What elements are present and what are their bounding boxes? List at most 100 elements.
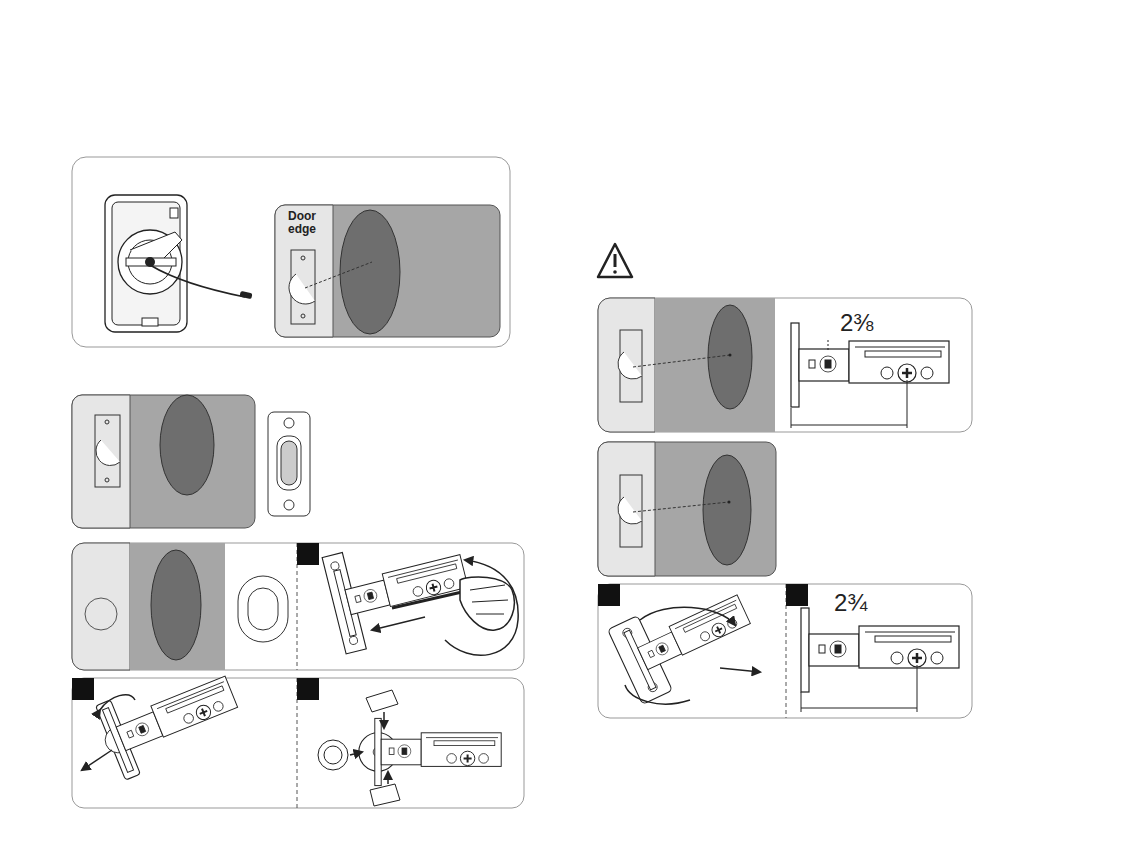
latch-with-screwdriver bbox=[460, 577, 514, 630]
panel-d bbox=[72, 657, 524, 808]
door-edge-view bbox=[301, 256, 305, 260]
panel-b bbox=[72, 395, 255, 528]
strike-plate bbox=[277, 436, 301, 490]
latch-with-screwdriver bbox=[445, 560, 518, 655]
latch-with-screwdriver bbox=[330, 561, 340, 571]
lock-back-plate bbox=[150, 265, 245, 297]
panel-f bbox=[598, 442, 655, 576]
latch-parts bbox=[350, 752, 362, 755]
latch-parts bbox=[383, 712, 385, 728]
lock-back-plate bbox=[170, 208, 178, 218]
panel-d bbox=[100, 695, 135, 710]
panel-g bbox=[801, 692, 802, 712]
panel-f bbox=[618, 497, 642, 524]
door-edge-view bbox=[301, 314, 305, 318]
panel-e bbox=[791, 425, 907, 426]
dimension-label: 2⅜ bbox=[840, 310, 900, 335]
door-edge-view bbox=[275, 205, 333, 337]
panel-f bbox=[598, 442, 776, 576]
panel-d bbox=[82, 750, 112, 770]
strike-plate bbox=[284, 500, 294, 510]
panel-g bbox=[608, 574, 762, 705]
panel-e bbox=[598, 298, 972, 432]
panel-c bbox=[72, 543, 130, 670]
dimension-label: 2¾ bbox=[834, 590, 894, 615]
panel-g bbox=[917, 665, 918, 712]
lock-back-plate bbox=[105, 195, 187, 332]
panel-g bbox=[625, 685, 690, 704]
panel-c bbox=[85, 598, 117, 630]
latch-with-screwdriver bbox=[322, 525, 518, 655]
panel-g bbox=[801, 708, 917, 709]
latch-parts bbox=[318, 690, 400, 806]
latch-with-screwdriver bbox=[392, 592, 462, 608]
warning-icon bbox=[614, 254, 617, 267]
door-edge-view bbox=[275, 205, 500, 337]
panel-g bbox=[598, 574, 972, 718]
panel-f bbox=[728, 501, 731, 504]
strike-plate bbox=[281, 441, 297, 485]
latch-parts bbox=[387, 772, 389, 784]
panel-b bbox=[105, 420, 109, 424]
latch-with-screwdriver bbox=[349, 636, 359, 646]
panel-e bbox=[655, 298, 775, 432]
panel-c bbox=[238, 576, 288, 642]
panel-c bbox=[297, 543, 319, 565]
warning-icon bbox=[598, 244, 632, 277]
panel-b bbox=[95, 415, 120, 487]
latch-parts bbox=[370, 784, 400, 806]
panel-b bbox=[160, 395, 214, 495]
panel-c bbox=[248, 588, 278, 630]
door-edge-view bbox=[289, 274, 315, 304]
latch-parts bbox=[318, 740, 348, 770]
panel-e bbox=[828, 340, 829, 352]
panel-b bbox=[105, 478, 109, 482]
latch-parts bbox=[366, 690, 398, 712]
panel-f bbox=[633, 502, 729, 512]
panel-e bbox=[907, 380, 908, 428]
panel-d bbox=[297, 678, 319, 700]
panel-d bbox=[91, 657, 247, 782]
panel-e bbox=[729, 354, 732, 357]
panel-g bbox=[720, 668, 760, 672]
strike-plate bbox=[268, 412, 310, 516]
panel-a bbox=[72, 157, 510, 347]
lock-back-plate bbox=[142, 318, 158, 326]
panel-e bbox=[598, 298, 655, 432]
panel-b bbox=[72, 395, 130, 528]
latch-with-screwdriver bbox=[470, 585, 508, 614]
panel-g bbox=[786, 584, 808, 606]
panel-d bbox=[72, 678, 94, 700]
door-edge-view bbox=[340, 210, 400, 334]
strike-plate bbox=[268, 412, 310, 516]
panel-e bbox=[791, 323, 949, 407]
panel-g bbox=[640, 607, 735, 625]
door-edge-view bbox=[305, 262, 372, 288]
lock-back-plate bbox=[105, 195, 252, 332]
warning-icon bbox=[613, 270, 617, 274]
latch-with-screwdriver bbox=[372, 617, 425, 630]
latch-with-screwdriver bbox=[334, 541, 473, 637]
lock-back-plate bbox=[118, 230, 182, 294]
latch-parts bbox=[324, 746, 342, 764]
panel-g bbox=[801, 608, 959, 692]
panel-d bbox=[359, 718, 501, 785]
door-edge-view bbox=[275, 205, 500, 337]
panel-g bbox=[598, 584, 620, 606]
panel-e bbox=[633, 355, 730, 367]
panel-c bbox=[72, 525, 524, 670]
warning-icon bbox=[598, 244, 632, 277]
panel-g bbox=[624, 583, 758, 690]
panel-b bbox=[72, 395, 310, 528]
panel-a bbox=[72, 157, 510, 347]
panel-c bbox=[130, 543, 225, 670]
panel-d bbox=[102, 663, 244, 773]
panel-d bbox=[375, 718, 501, 785]
panel-e bbox=[598, 298, 972, 432]
strike-plate bbox=[284, 418, 294, 428]
panel-e bbox=[618, 352, 642, 379]
panel-f bbox=[598, 442, 776, 576]
panel-f bbox=[703, 455, 751, 565]
